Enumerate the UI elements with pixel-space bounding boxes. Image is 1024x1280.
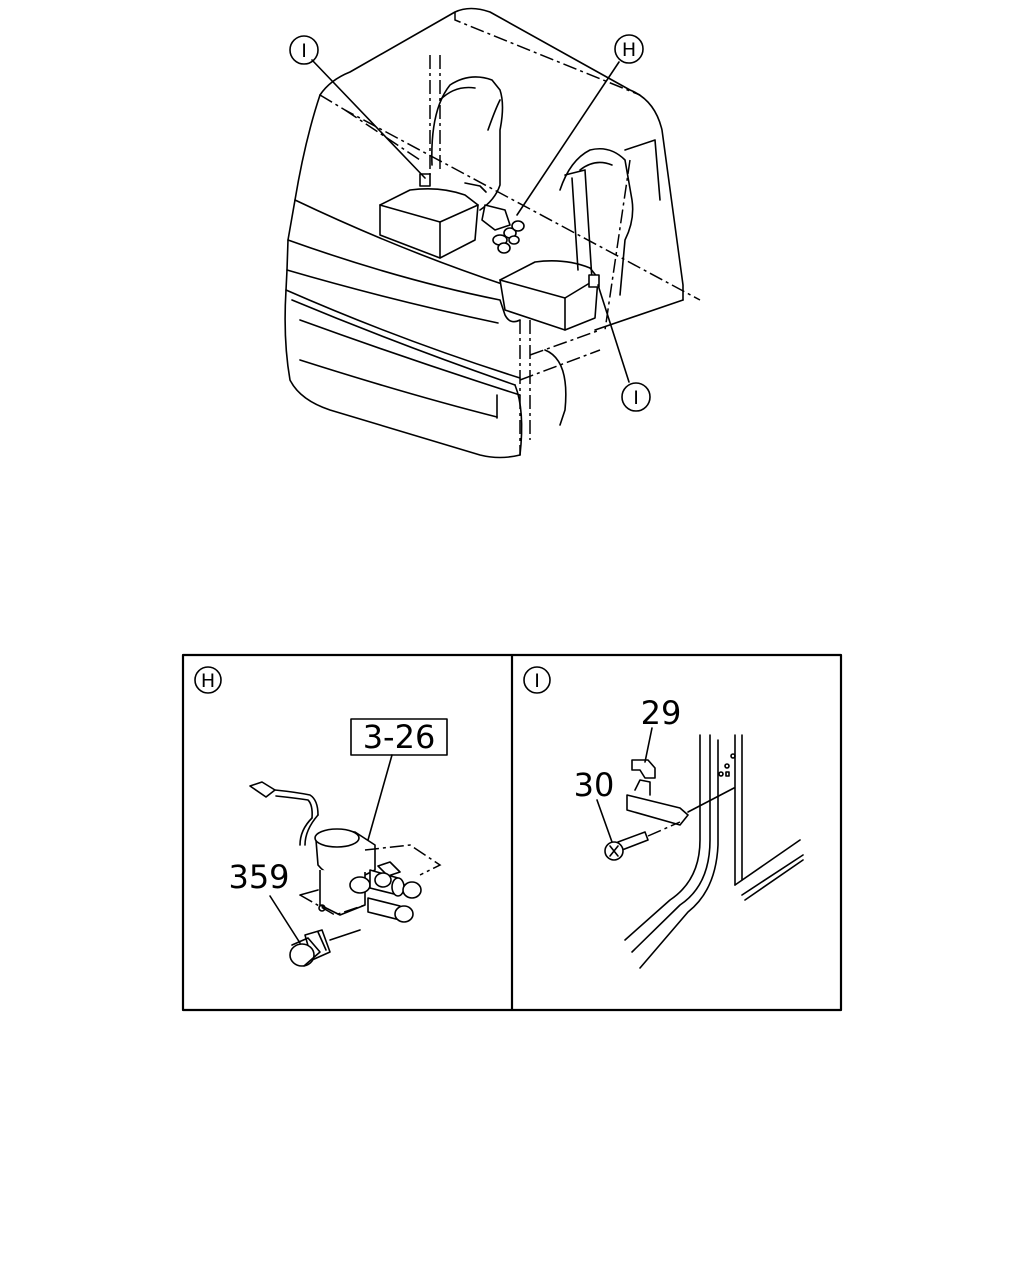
detail-frame (181, 653, 843, 1012)
svg-text:I: I (633, 387, 639, 409)
part-29 (626, 759, 689, 826)
callout-h-detail: H (194, 666, 222, 694)
svg-text:H: H (201, 670, 215, 692)
label-30: 30 (574, 766, 615, 804)
callout-i-detail: I (523, 666, 551, 694)
label-359: 359 (228, 858, 289, 896)
callout-h-top: H (614, 34, 644, 64)
detail-i: I 29 30 (523, 666, 804, 969)
svg-text:H: H (622, 39, 636, 61)
callout-i-top: I (289, 35, 319, 65)
part-30 (604, 821, 681, 861)
svg-text:I: I (301, 40, 307, 62)
part-359 (289, 929, 361, 967)
fittings (349, 861, 422, 923)
svg-text:I: I (534, 670, 540, 692)
switch-cluster-mini (481, 204, 525, 254)
detail-h: H 3-26 (194, 666, 448, 967)
callout-i-right: I (621, 382, 651, 412)
svg-text:3-26: 3-26 (363, 718, 436, 756)
ref-box-3-26: 3-26 (350, 718, 448, 756)
label-29: 29 (641, 694, 682, 732)
cab-overview: I H I (284, 7, 701, 459)
